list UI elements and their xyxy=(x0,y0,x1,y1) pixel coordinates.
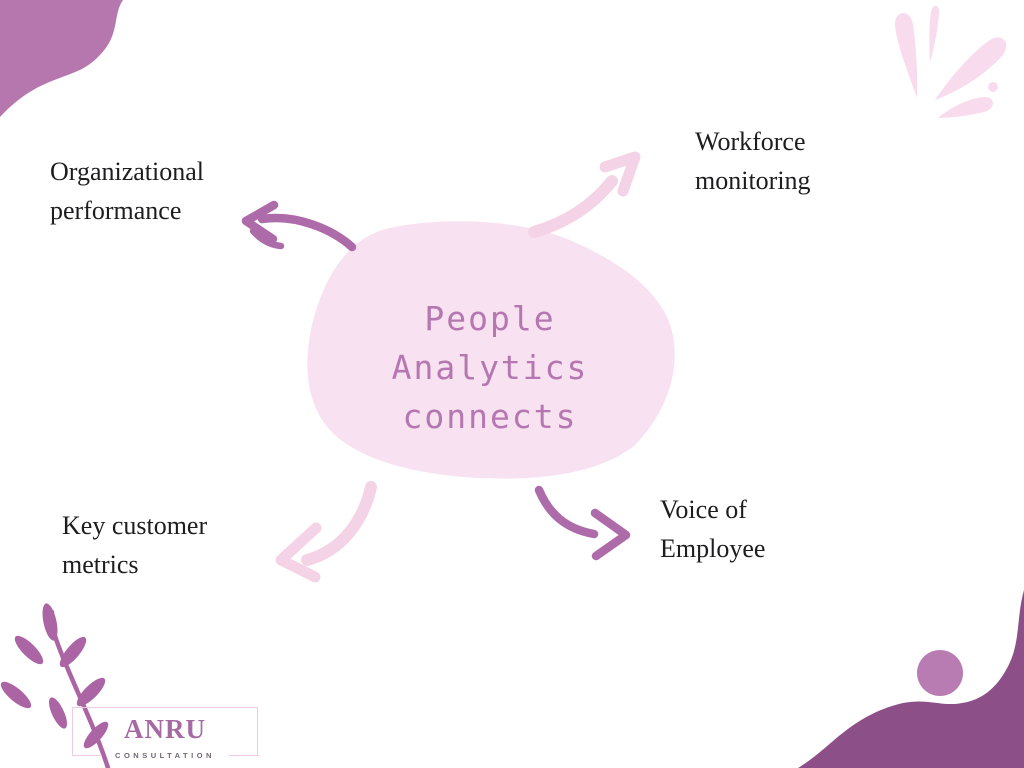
logo-frame-segment xyxy=(228,754,259,756)
branch-leaves xyxy=(0,603,109,749)
label-key-customer-metrics: Key customer metrics xyxy=(62,506,207,584)
arrow-voice-of-employee-icon xyxy=(534,485,631,561)
corner-blob-bottom-right-shape xyxy=(798,590,1024,768)
accent-circle-icon xyxy=(917,650,963,696)
label-organizational-performance: Organizational performance xyxy=(50,152,204,230)
center-blob-icon xyxy=(307,221,675,479)
label-voice-of-employee: Voice of Employee xyxy=(660,490,765,568)
center-title-line-3: connects xyxy=(402,397,578,436)
label-line: performance xyxy=(50,196,182,225)
logo-anru: ANRU CONSULTATION xyxy=(71,707,259,760)
center-blob-shape xyxy=(307,221,675,479)
label-line: metrics xyxy=(62,550,139,579)
center-title-line-2: Analytics xyxy=(391,348,589,387)
center-title-line-1: People xyxy=(424,299,556,338)
label-line: Employee xyxy=(660,534,766,563)
logo-subtitle: CONSULTATION xyxy=(115,751,215,760)
leaf-branch-bottom-left-icon xyxy=(0,603,111,768)
center-title: People Analytics connects xyxy=(290,294,690,441)
label-line: Workforce xyxy=(695,127,806,156)
label-line: Key customer xyxy=(62,511,208,540)
splash-top-right-icon xyxy=(894,5,1007,118)
splash-petals xyxy=(894,5,1007,118)
logo-name: ANRU xyxy=(124,714,206,744)
logo-frame-segment xyxy=(71,754,102,756)
corner-blob-top-left-shape xyxy=(0,0,123,117)
corner-blob-bottom-right-icon xyxy=(798,590,1024,768)
label-line: Organizational xyxy=(50,157,205,186)
label-line: Voice of xyxy=(660,495,747,524)
label-line: monitoring xyxy=(695,166,811,195)
arrow-key-customer-metrics-icon xyxy=(275,481,377,583)
label-workforce-monitoring: Workforce monitoring xyxy=(695,122,811,200)
corner-blob-top-left-icon xyxy=(0,0,123,117)
